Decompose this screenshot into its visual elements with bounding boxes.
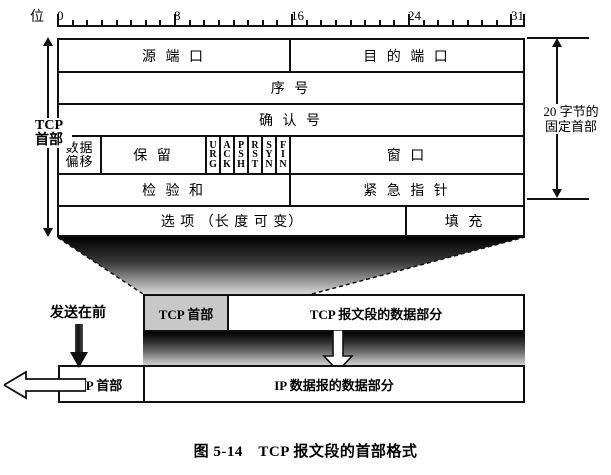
field-sequence-number: 序 号 bbox=[270, 82, 312, 97]
send-first-down-arrow-icon bbox=[70, 324, 88, 368]
bit-tick-16 bbox=[291, 14, 293, 27]
field-data-offset-line1: 数据 bbox=[65, 140, 94, 155]
field-destination-port: 目 的 端 口 bbox=[363, 49, 451, 65]
bit-tick-24 bbox=[408, 14, 410, 27]
bit-tick-14 bbox=[261, 20, 264, 27]
bit-tick-26 bbox=[437, 20, 440, 27]
field-options: 选 项 （长 度 可 变） bbox=[59, 207, 407, 235]
field-checksum: 检 验 和 bbox=[59, 175, 291, 205]
bit-tick-22 bbox=[378, 20, 381, 27]
bit-tick-1 bbox=[71, 20, 74, 27]
field-source-port: 源 端 口 bbox=[59, 40, 291, 71]
tcp-header-bracket-label: TCP 首部 bbox=[26, 118, 72, 148]
ip-datagram-bar: IP 首部 IP 数据报的数据部分 bbox=[58, 365, 525, 403]
bit-tick-18 bbox=[320, 20, 323, 27]
ip-header-chip: IP 首部 bbox=[60, 367, 145, 401]
bit-tick-6 bbox=[144, 20, 147, 27]
bit-tick-15 bbox=[276, 20, 279, 27]
bit-tick-8 bbox=[174, 14, 176, 27]
header-row-checksum: 检 验 和 紧 急 指 针 bbox=[59, 175, 523, 207]
bit-tick-28 bbox=[466, 20, 469, 27]
bit-label-8: 8 bbox=[174, 8, 181, 23]
bit-tick-12 bbox=[232, 20, 235, 27]
bit-tick-3 bbox=[100, 20, 103, 27]
bit-tick-31 bbox=[510, 14, 513, 27]
bit-axis-label: 位 bbox=[30, 10, 44, 25]
bit-tick-10 bbox=[203, 20, 206, 27]
field-window: 窗 口 bbox=[386, 149, 428, 164]
tcp-header-bracket-label-line1: TCP bbox=[35, 118, 63, 133]
bit-label-31: 31 bbox=[511, 8, 524, 23]
fixed-header-note-line2: 固定首部 bbox=[544, 119, 597, 134]
send-first-label: 发送在前 bbox=[50, 306, 106, 321]
bit-tick-25 bbox=[422, 20, 425, 27]
tcp-segment-bar: TCP 首部 TCP 报文段的数据部分 bbox=[143, 294, 525, 332]
tcp-header-bracket-label-line2: 首部 bbox=[35, 133, 63, 148]
fixed-header-arrow-down bbox=[552, 189, 562, 198]
bit-tick-17 bbox=[305, 20, 308, 27]
tcp-header-bracket-arrow-up bbox=[43, 37, 53, 46]
header-row-options: 选 项 （长 度 可 变） 填 充 bbox=[59, 207, 523, 235]
bit-tick-end bbox=[523, 14, 525, 27]
figure-caption: 图 5-14 TCP 报文段的首部格式 bbox=[193, 444, 418, 460]
bit-tick-5 bbox=[130, 20, 133, 27]
field-urgent-pointer: 紧 急 指 针 bbox=[363, 184, 451, 199]
bit-tick-2 bbox=[86, 20, 89, 27]
tcp-header-bracket-arrow-down bbox=[43, 228, 53, 237]
bit-label-16: 16 bbox=[291, 8, 304, 23]
field-data-offset: 数据 偏移 bbox=[59, 137, 102, 173]
bit-ruler bbox=[57, 14, 525, 27]
bit-tick-23 bbox=[393, 20, 396, 27]
encapsulation-down-arrow-icon bbox=[322, 330, 354, 372]
bit-tick-4 bbox=[115, 20, 118, 27]
field-padding: 填 充 bbox=[444, 215, 486, 230]
bit-tick-20 bbox=[349, 20, 352, 27]
bit-tick-19 bbox=[334, 20, 337, 27]
tcp-header-chip: TCP 首部 bbox=[145, 296, 229, 330]
bit-label-0: 0 bbox=[57, 8, 64, 23]
fixed-header-note: 20 字节的 固定首部 bbox=[534, 104, 608, 134]
bit-tick-21 bbox=[364, 20, 367, 27]
bit-label-24: 24 bbox=[408, 8, 421, 23]
bit-tick-29 bbox=[481, 20, 484, 27]
tcp-segment-data-label: TCP 报文段的数据部分 bbox=[309, 306, 443, 322]
header-row-sequence: 序 号 bbox=[59, 73, 523, 105]
bit-tick-9 bbox=[188, 20, 191, 27]
ip-datagram-data-label: IP 数据报的数据部分 bbox=[274, 377, 394, 393]
transmission-left-arrow-icon bbox=[4, 370, 86, 400]
bit-tick-27 bbox=[451, 20, 454, 27]
bit-tick-30 bbox=[495, 20, 498, 27]
fixed-header-bottom-rule bbox=[527, 198, 589, 200]
header-row-ports: 源 端 口 目 的 端 口 bbox=[59, 40, 523, 73]
bit-tick-11 bbox=[217, 20, 220, 27]
bit-tick-7 bbox=[159, 20, 162, 27]
fixed-header-note-line1: 20 字节的 bbox=[543, 104, 599, 119]
field-acknowledgement-number: 确 认 号 bbox=[259, 114, 323, 129]
field-reserved: 保 留 bbox=[102, 137, 207, 173]
funnel-connector bbox=[57, 237, 525, 294]
field-data-offset-line2: 偏移 bbox=[65, 154, 94, 169]
bit-tick-13 bbox=[247, 20, 250, 27]
header-row-acknowledgement: 确 认 号 bbox=[59, 105, 523, 137]
fixed-header-arrow-up bbox=[552, 38, 562, 47]
bit-tick-0 bbox=[57, 14, 59, 27]
